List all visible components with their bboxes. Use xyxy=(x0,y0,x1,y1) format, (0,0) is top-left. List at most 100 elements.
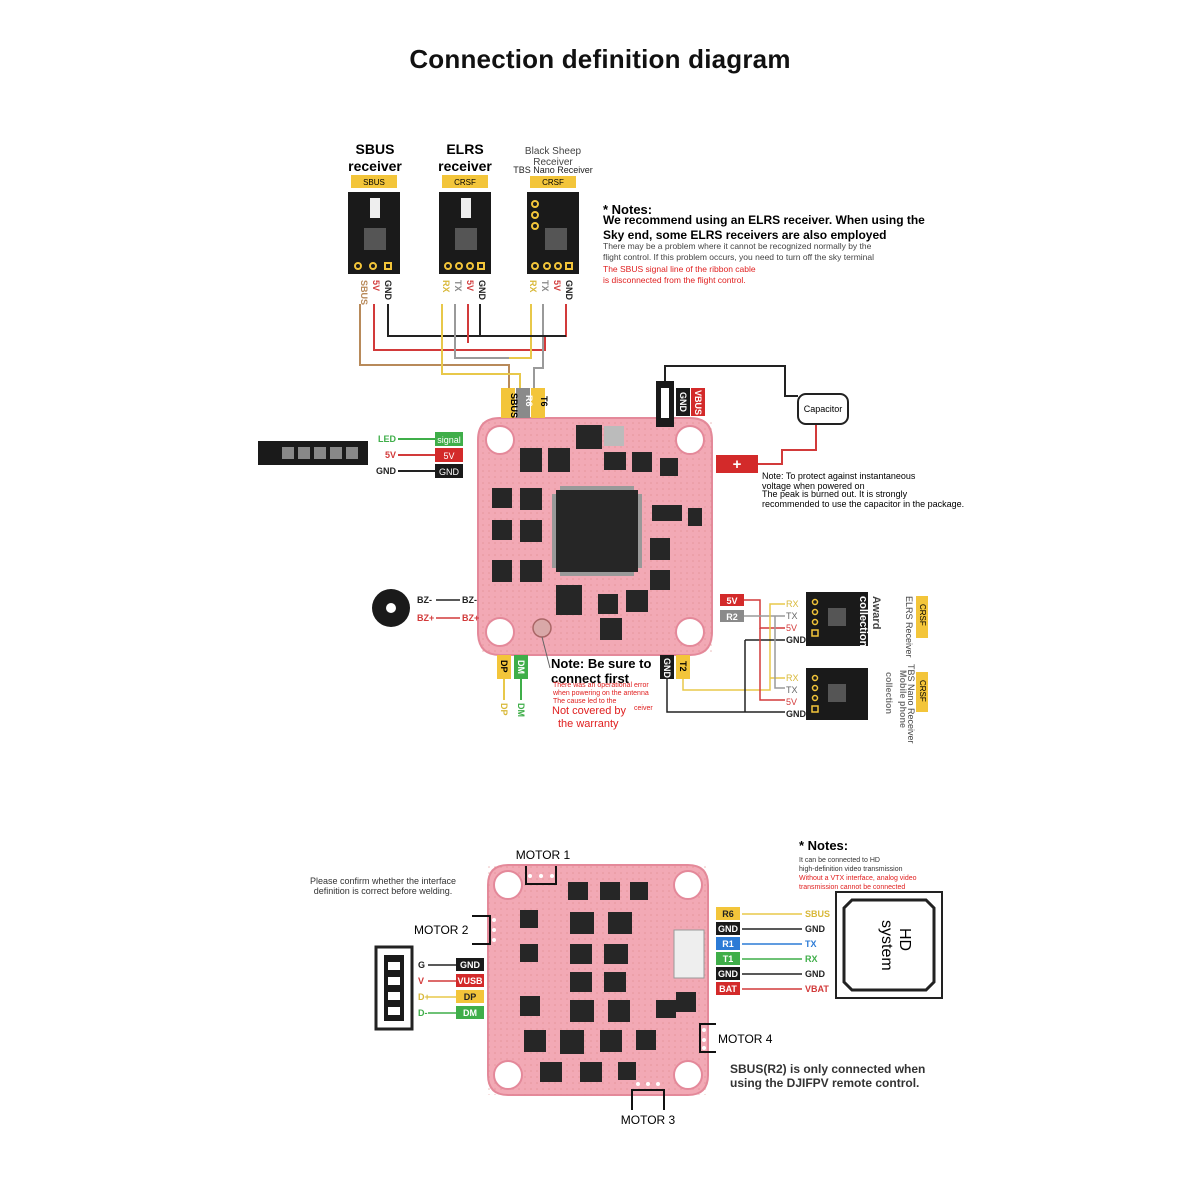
right-tbs-receiver: RX TX 5V GND Mobile phone collection mac… xyxy=(786,664,928,744)
capacitor-label: Capacitor xyxy=(804,404,843,414)
hd-wire-label: RX xyxy=(805,954,818,964)
pin-label: GND xyxy=(564,280,574,301)
receiver-wires xyxy=(359,304,567,390)
led-wire-label: 5V xyxy=(385,450,396,460)
antenna-note-title1: Note: Be sure to xyxy=(551,656,651,671)
right-tbs-tag: CRSF xyxy=(918,680,927,702)
notes-line4: flight control. If this problem occurs, … xyxy=(603,252,874,262)
board-bottom-pads: GND T2 xyxy=(660,655,690,679)
mcu-chip xyxy=(556,490,638,572)
pad-r2: R2 xyxy=(726,612,738,622)
led-pad: GND xyxy=(439,467,460,477)
pin-label: RX xyxy=(528,280,538,293)
capacitor-section: GND VBUS Capacitor + Note: To protect ag… xyxy=(656,365,964,509)
pin-label: GND xyxy=(786,635,807,645)
pad-t2: T2 xyxy=(678,661,688,672)
hd-wire-label: GND xyxy=(805,924,826,934)
esc-notes-red1: Without a VTX interface, analog video xyxy=(799,875,917,882)
hd-pad: R1 xyxy=(722,939,734,949)
tbs-tag: CRSF xyxy=(542,178,564,187)
esc-usb-pad: GND xyxy=(460,960,481,970)
led-wire-label: GND xyxy=(376,466,397,476)
notes-red2: is disconnected from the flight control. xyxy=(603,275,746,285)
led-pad: signal xyxy=(437,435,461,445)
sbus-tag: SBUS xyxy=(363,178,385,187)
esc-notes-line2: high-definition video transmission xyxy=(799,866,903,873)
esc-hd-pads: R6 GND R1 T1 GND BAT SBUS GND TX RX GND … xyxy=(716,907,830,995)
battery-plus-pad xyxy=(716,455,758,473)
buzzer-pad: BZ- xyxy=(462,595,477,605)
elrs-tag: CRSF xyxy=(454,178,476,187)
motor-3-label: MOTOR 3 xyxy=(621,1113,676,1127)
usb-wire-label: D+ xyxy=(418,992,430,1002)
tbs-receiver-name3: TBS Nano Receiver xyxy=(513,165,593,175)
buzzer-wire-label: BZ- xyxy=(417,595,432,605)
pin-label: TX xyxy=(540,280,550,292)
right-elrs-receiver: RX TX 5V GND Award collection ELRS Recei… xyxy=(786,592,928,658)
pin-label: 5V xyxy=(465,280,475,291)
antenna-note-red2: the warranty xyxy=(558,718,619,730)
board-right-pads: 5V R2 xyxy=(720,594,744,622)
pin-label: RX xyxy=(441,280,451,293)
sbus-receiver-name2: receiver xyxy=(348,158,402,174)
pin-label: GND xyxy=(477,280,487,301)
pin-label: RX xyxy=(786,599,799,609)
right-tbs-name: TBS Nano Receiver xyxy=(906,664,916,744)
elrs-receiver: ELRS receiver CRSF xyxy=(438,141,492,274)
led-strip: LED 5V GND signal 5V GND xyxy=(258,432,463,478)
tbs-receiver: Black Sheep Receiver TBS Nano Receiver C… xyxy=(513,146,593,274)
hd-pad: GND xyxy=(718,924,739,934)
stamp-award: Award xyxy=(870,596,882,629)
sbus-receiver: SBUS receiver SBUS xyxy=(348,141,402,274)
battery-plus: + xyxy=(733,456,742,473)
sbus-receiver-chip xyxy=(364,228,386,250)
usb-label-dm: DM xyxy=(516,703,526,717)
antenna-note-small2: when powering on the antenna xyxy=(552,690,649,697)
pad-dp: DP xyxy=(499,660,509,673)
pin-label: TX xyxy=(786,685,798,695)
sbus-antenna-pad xyxy=(370,198,380,218)
hd-wire-label: SBUS xyxy=(805,909,830,919)
stamp-collection: collection xyxy=(884,672,894,714)
confirm-line1: Please confirm whether the interface xyxy=(310,876,456,886)
right-receiver-wires xyxy=(666,599,785,713)
antenna-note-small3: The cause led to the xyxy=(553,698,617,705)
cap-note-4: recommended to use the capacitor in the … xyxy=(762,499,964,509)
sbus-note2: using the DJIFPV remote control. xyxy=(730,1076,919,1090)
pin-label: 5V xyxy=(786,697,797,707)
hd-wire-label: TX xyxy=(805,939,817,949)
antenna-connector xyxy=(532,618,552,638)
hd-pad: BAT xyxy=(719,984,737,994)
motor-2-label: MOTOR 2 xyxy=(414,923,469,937)
hd-system: HD system xyxy=(835,891,943,999)
stamp-machine: machine xyxy=(869,672,880,713)
pin-label: GND xyxy=(786,709,807,719)
pad-5v: 5V xyxy=(726,596,737,606)
pad-vbus: VBUS xyxy=(693,390,703,415)
pin-label: SBUS xyxy=(359,280,369,305)
tbs-receiver-name: Black Sheep xyxy=(525,146,582,157)
antenna-note-extra: ceiver xyxy=(634,705,653,712)
page-title: Connection definition diagram xyxy=(409,44,791,74)
usb-pads-top: DP DM DP DM xyxy=(497,655,528,717)
antenna-note: Note: Be sure to connect first There was… xyxy=(541,636,653,730)
pad-gnd: GND xyxy=(662,658,672,679)
usb-wire-label: G xyxy=(418,960,425,970)
hd-pad: T1 xyxy=(723,954,734,964)
hd-system-label1: HD xyxy=(896,928,913,951)
usb-wire-label: D- xyxy=(418,1008,428,1018)
cap-note-2: voltage when powered on xyxy=(762,481,865,491)
sbus-note1: SBUS(R2) is only connected when xyxy=(730,1062,925,1076)
flight-controller-board xyxy=(477,417,713,656)
pin-label: GND xyxy=(383,280,393,301)
esc-usb-pad: DM xyxy=(463,1008,477,1018)
elrs-receiver-name2: receiver xyxy=(438,158,492,174)
sbus-receiver-name: SBUS xyxy=(356,141,395,157)
notes-line2: Sky end, some ELRS receivers are also em… xyxy=(603,228,886,242)
elrs-receiver-name: ELRS xyxy=(446,141,483,157)
esc-usb-pad: DP xyxy=(464,992,477,1002)
receiver-pin-labels: SBUS 5V GND RX TX 5V GND RX TX 5V GND xyxy=(359,280,574,305)
buzzer-wire-label: BZ+ xyxy=(417,613,434,623)
usb-wire-label: V xyxy=(418,976,424,986)
confirm-note: Please confirm whether the interface def… xyxy=(310,876,456,896)
